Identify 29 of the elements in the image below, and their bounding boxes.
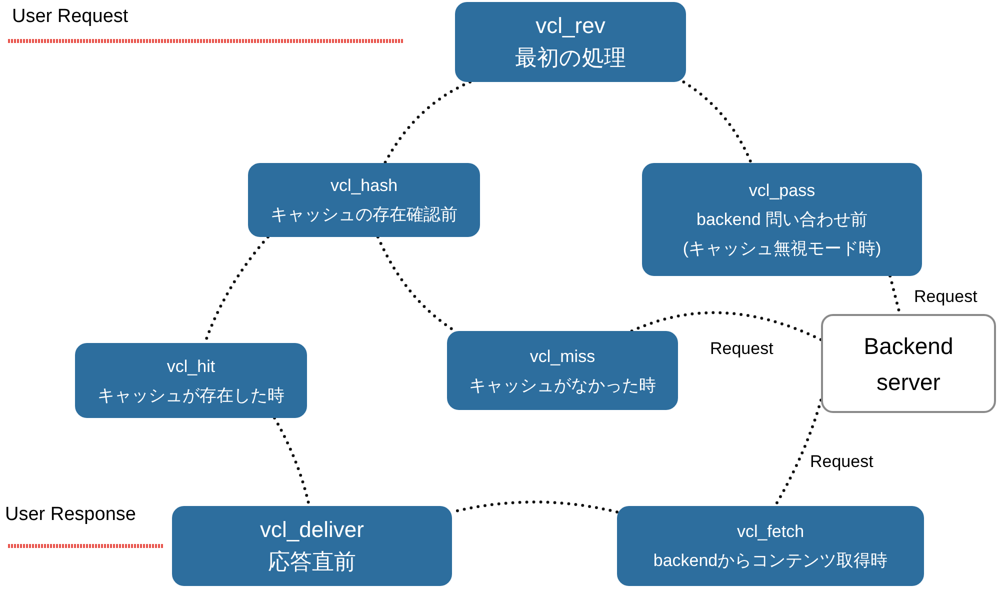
node-text: vcl_fetch: [736, 521, 804, 543]
dotted-connector: [682, 80, 753, 164]
process-box: [447, 331, 678, 410]
node-text: vcl_hit: [166, 356, 216, 378]
node-text: キャッシュがなかった時: [469, 374, 656, 396]
process-box: [172, 506, 452, 586]
process-box: [455, 2, 686, 82]
node-text: vcl_hash: [330, 175, 398, 197]
node-text: (キャッシュ無視モード時): [682, 238, 882, 260]
server-box: [821, 314, 996, 413]
dotted-connector: [630, 311, 822, 342]
node-text: Backend server: [862, 332, 954, 396]
node-text: vcl_rev: [536, 12, 606, 40]
node-text: backend 問い合わせ前: [696, 209, 868, 231]
dotted-connector: [383, 80, 472, 164]
node-text: vcl_pass: [748, 180, 816, 202]
node-text: キャッシュが存在した時: [98, 384, 284, 406]
node-text: 最初の処理: [515, 44, 626, 72]
node-text: 応答直前: [268, 548, 356, 576]
node-text: vcl_deliver: [260, 516, 364, 544]
node-text: キャッシュの存在確認前: [270, 204, 458, 226]
note-label: User Request: [12, 5, 128, 29]
node-text: vcl_miss: [530, 346, 596, 368]
process-box: [642, 163, 922, 276]
process-box: [248, 163, 480, 237]
node-text: backendからコンテンツ取得時: [653, 550, 888, 572]
process-box: [75, 343, 307, 418]
note-label: User Response: [5, 503, 136, 527]
process-box: [617, 506, 924, 586]
